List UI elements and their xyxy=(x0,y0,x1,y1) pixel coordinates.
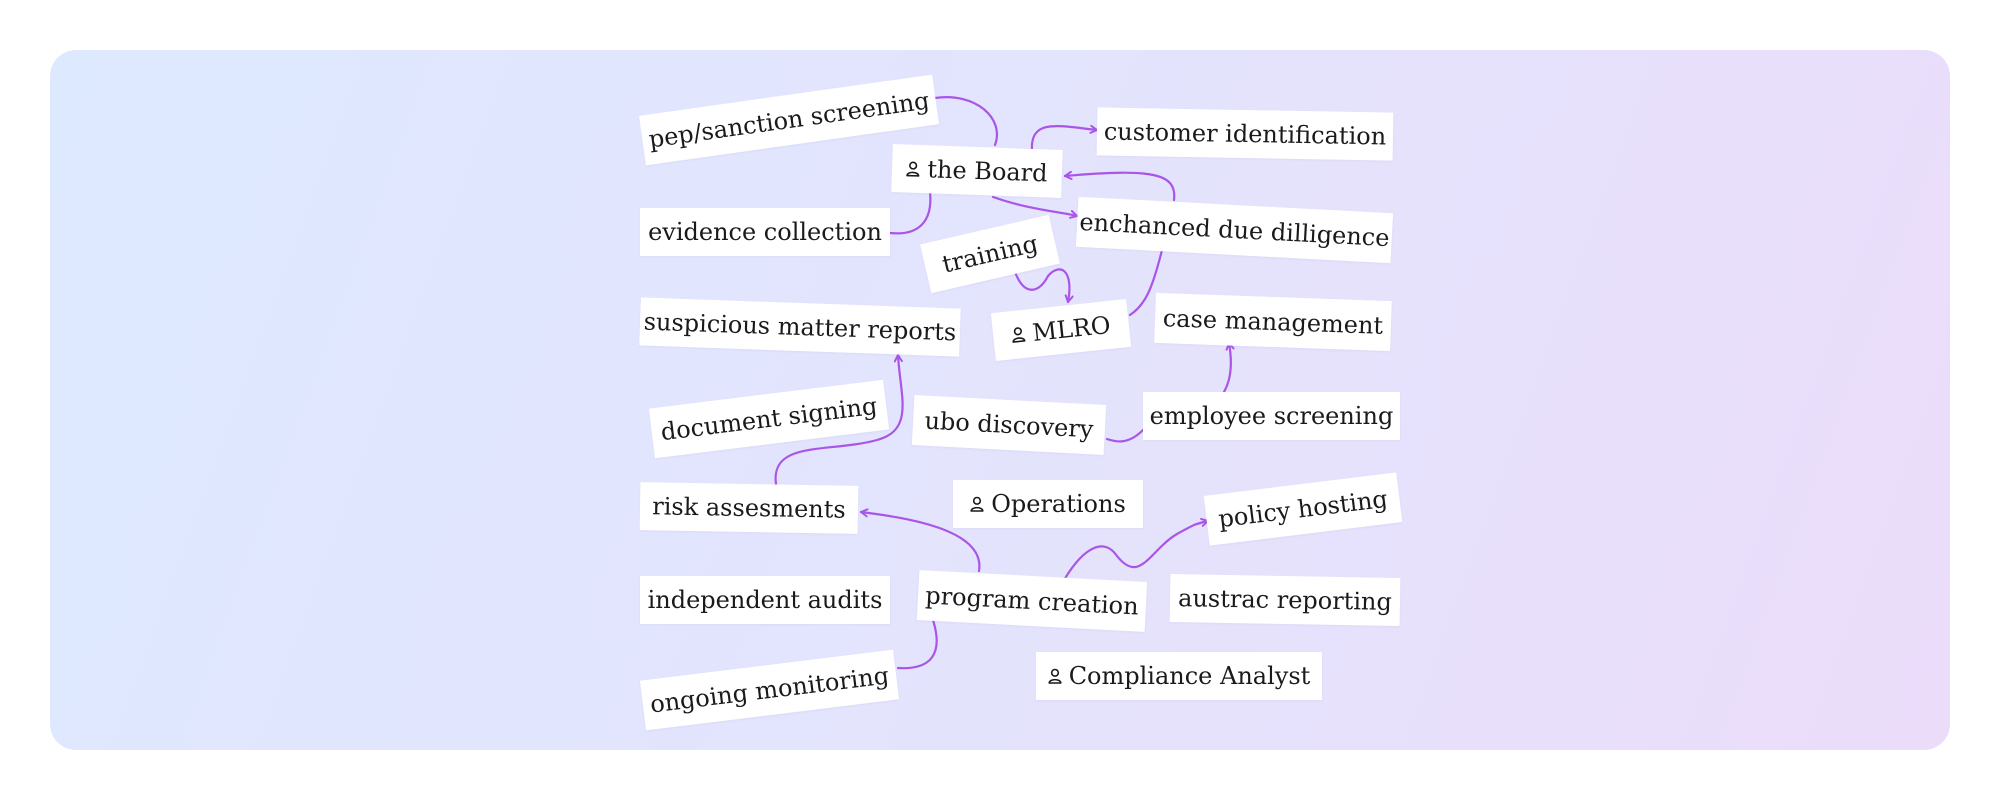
person-icon xyxy=(970,496,984,512)
node-mlro[interactable]: MLRO xyxy=(990,299,1132,361)
node-independent-audits[interactable]: independent audits xyxy=(640,576,890,624)
node-label: independent audits xyxy=(647,586,883,614)
node-label: training xyxy=(939,229,1041,279)
node-austrac-reporting[interactable]: austrac reporting xyxy=(1169,573,1401,627)
node-employee-screening[interactable]: employee screening xyxy=(1143,392,1400,440)
node-label: ubo discovery xyxy=(923,406,1095,444)
node-case-management[interactable]: case management xyxy=(1154,292,1392,352)
node-label: evidence collection xyxy=(648,218,882,246)
node-label: MLRO xyxy=(1031,310,1112,347)
node-label: the Board xyxy=(926,155,1049,188)
node-the-board[interactable]: the Board xyxy=(891,144,1063,198)
node-label: Operations xyxy=(991,490,1126,518)
person-icon xyxy=(1011,326,1027,343)
node-label: case management xyxy=(1162,304,1384,340)
node-risk-assesments[interactable]: risk assesments xyxy=(639,482,859,534)
node-label: risk assesments xyxy=(652,492,846,524)
node-label: austrac reporting xyxy=(1177,584,1393,616)
node-ubo-discovery[interactable]: ubo discovery xyxy=(911,395,1107,455)
person-icon xyxy=(1048,668,1062,684)
node-label: policy hosting xyxy=(1216,484,1390,534)
node-customer-identification[interactable]: customer identification xyxy=(1096,107,1394,161)
node-label: suspicious matter reports xyxy=(643,307,957,347)
node-evidence-collection[interactable]: evidence collection xyxy=(640,208,890,256)
node-label: enchanced due dilligence xyxy=(1078,207,1391,253)
node-label: Compliance Analyst xyxy=(1068,662,1311,690)
node-compliance-analyst[interactable]: Compliance Analyst xyxy=(1036,652,1322,700)
node-label: customer identification xyxy=(1103,117,1387,151)
node-label: program creation xyxy=(924,581,1140,621)
node-operations[interactable]: Operations xyxy=(953,480,1143,528)
person-icon xyxy=(906,161,921,177)
node-label: employee screening xyxy=(1149,402,1394,430)
